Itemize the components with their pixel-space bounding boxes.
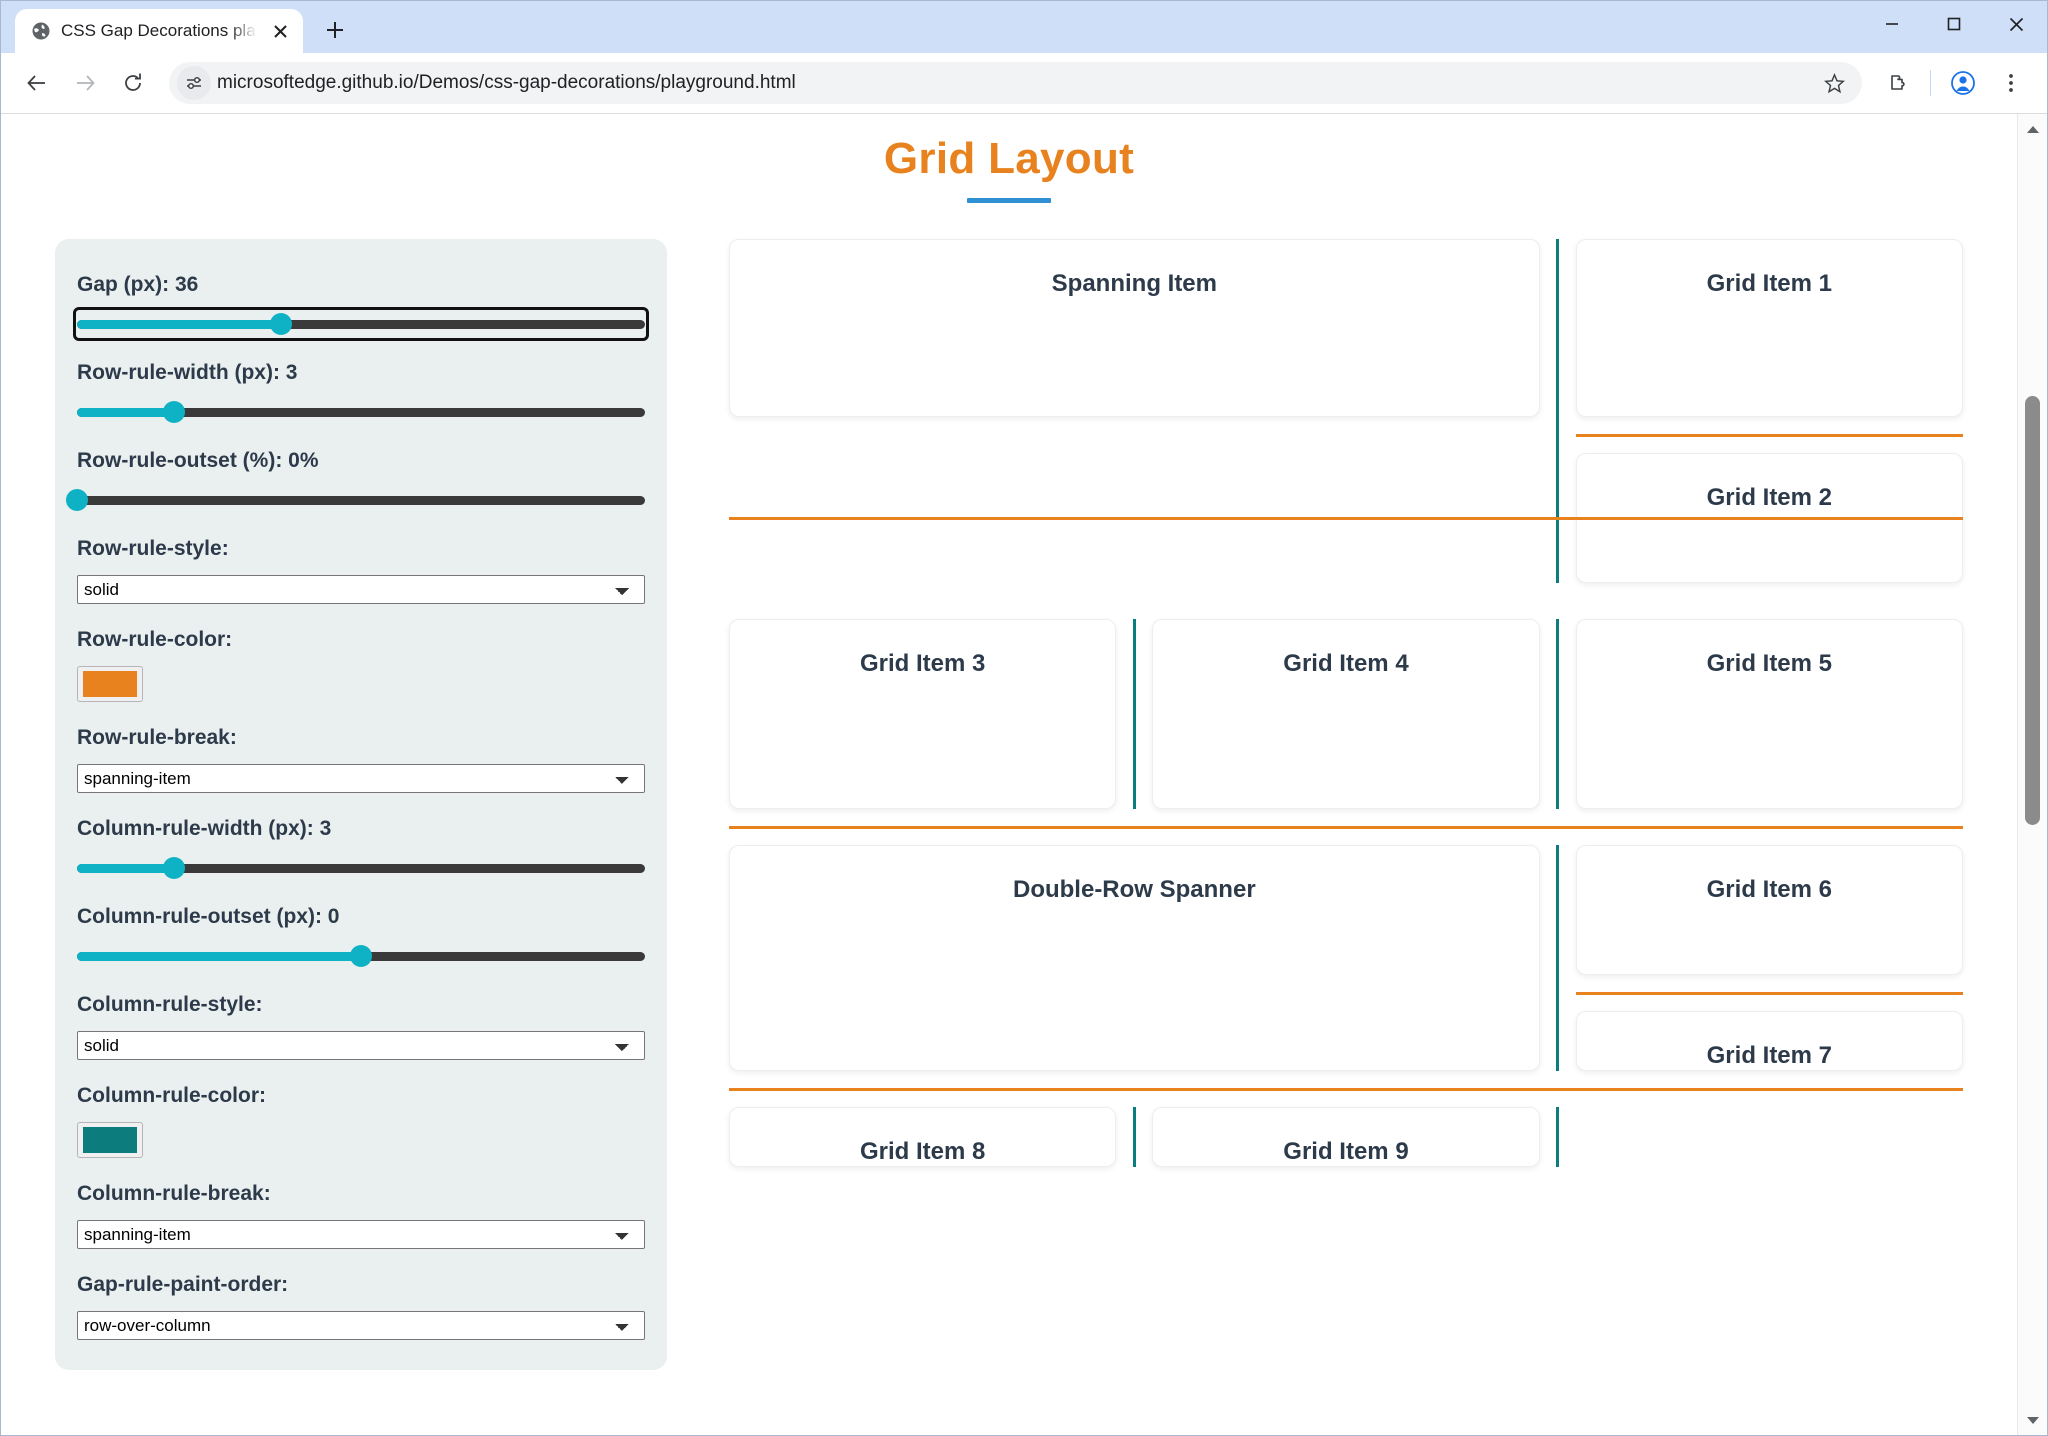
- scroll-down-icon[interactable]: [2018, 1405, 2048, 1435]
- slider-track: [77, 407, 645, 417]
- url-text: microsoftedge.github.io/Demos/css-gap-de…: [217, 72, 796, 93]
- color-swatch-row-rule-color[interactable]: [77, 666, 143, 702]
- label-row-rule-style: Row-rule-style:: [77, 537, 229, 560]
- page-viewport: Grid Layout Gap (px): 36 Row-rule-width (…: [1, 113, 2047, 1435]
- control-gap: Gap (px): 36: [73, 273, 649, 341]
- grid-item: Grid Item 5: [1575, 619, 1963, 809]
- slider-track: [77, 319, 645, 329]
- address-bar[interactable]: microsoftedge.github.io/Demos/css-gap-de…: [169, 62, 1862, 104]
- new-tab-button[interactable]: [315, 10, 355, 50]
- grid-item: Grid Item 6: [1575, 845, 1963, 975]
- control-row-rule-outset: Row-rule-outset (%): 0%: [66, 449, 645, 513]
- slider-fill: [77, 319, 282, 329]
- grid-item: Grid Item 3: [729, 619, 1117, 809]
- star-icon[interactable]: [1814, 63, 1854, 103]
- title-underline: [967, 198, 1051, 203]
- close-window-button[interactable]: [1985, 1, 2047, 47]
- control-row-rule-style: Row-rule-style: nonesoliddasheddotteddoub…: [77, 537, 645, 604]
- control-row-rule-width: Row-rule-width (px): 3: [77, 361, 645, 425]
- label-gap: Gap (px): 36: [77, 273, 199, 296]
- grid-item: Grid Item 8: [729, 1107, 1117, 1167]
- scrollbar-thumb[interactable]: [2025, 396, 2040, 825]
- tab-title: CSS Gap Decorations playground: [61, 21, 257, 40]
- control-column-rule-break: Column-rule-break: nonespanning-iteminter…: [77, 1182, 645, 1249]
- globe-icon: [31, 21, 51, 41]
- slider-track: [77, 863, 645, 873]
- slider-column-rule-outset[interactable]: [77, 943, 645, 969]
- label-column-rule-outset: Column-rule-outset (px): 0: [77, 905, 340, 928]
- grid-item: Grid Item 2: [1575, 453, 1963, 583]
- web-page: Grid Layout Gap (px): 36 Row-rule-width (…: [1, 114, 2017, 1435]
- label-column-rule-color: Column-rule-color:: [77, 1084, 266, 1107]
- extensions-icon[interactable]: [1876, 61, 1920, 105]
- slider-thumb[interactable]: [162, 857, 185, 879]
- slider-thumb[interactable]: [66, 489, 88, 511]
- forward-icon[interactable]: [63, 61, 107, 105]
- more-vertical-icon[interactable]: [1989, 61, 2033, 105]
- slider-thumb[interactable]: [162, 401, 185, 423]
- label-gap-rule-paint-order: Gap-rule-paint-order:: [77, 1273, 289, 1296]
- label-row-rule-color: Row-rule-color:: [77, 628, 233, 651]
- label-row-rule-width: Row-rule-width (px): 3: [77, 361, 298, 384]
- slider-fill: [77, 951, 361, 961]
- minimize-button[interactable]: [1861, 1, 1923, 47]
- color-swatch-column-rule-color[interactable]: [77, 1122, 143, 1158]
- grid-item: Double-Row Spanner: [729, 845, 1540, 1071]
- grid-item: Spanning Item: [729, 239, 1540, 417]
- slider-track: [77, 495, 645, 505]
- slider-fill: [77, 863, 174, 873]
- select-column-rule-break[interactable]: nonespanning-itemintersection: [77, 1220, 645, 1249]
- control-column-rule-outset: Column-rule-outset (px): 0: [77, 905, 645, 969]
- control-column-rule-width: Column-rule-width (px): 3: [77, 817, 645, 881]
- label-column-rule-width: Column-rule-width (px): 3: [77, 817, 332, 840]
- control-column-rule-color: Column-rule-color:: [77, 1084, 645, 1158]
- scroll-up-icon[interactable]: [2018, 114, 2048, 144]
- scrollbar-track[interactable]: [2018, 144, 2047, 1405]
- back-icon[interactable]: [15, 61, 59, 105]
- select-column-rule-style[interactable]: nonesoliddasheddotteddoublegrooveridgein…: [77, 1031, 645, 1060]
- browser-tab[interactable]: CSS Gap Decorations playground: [15, 9, 303, 53]
- page-title: Grid Layout: [883, 134, 1135, 183]
- tab-strip: CSS Gap Decorations playground: [1, 1, 2047, 53]
- select-row-rule-break[interactable]: nonespanning-itemintersection: [77, 764, 645, 793]
- close-icon[interactable]: [267, 18, 293, 44]
- slider-row-rule-width[interactable]: [77, 399, 645, 425]
- control-row-rule-color: Row-rule-color:: [77, 628, 645, 702]
- browser-toolbar: microsoftedge.github.io/Demos/css-gap-de…: [1, 53, 2047, 113]
- control-column-rule-style: Column-rule-style: nonesoliddasheddottedd…: [77, 993, 645, 1060]
- toolbar-divider: [1930, 70, 1931, 96]
- color-value: [83, 671, 137, 697]
- vertical-scrollbar[interactable]: [2017, 114, 2047, 1435]
- color-value: [83, 1127, 137, 1153]
- label-column-rule-break: Column-rule-break:: [77, 1182, 271, 1205]
- reload-icon[interactable]: [111, 61, 155, 105]
- select-row-rule-style[interactable]: nonesoliddasheddotteddoublegrooveridgein…: [77, 575, 645, 604]
- slider-row-rule-outset[interactable]: [66, 487, 645, 513]
- slider-column-rule-width[interactable]: [77, 855, 645, 881]
- control-gap-rule-paint-order: Gap-rule-paint-order: row-over-columncolu…: [77, 1273, 645, 1340]
- slider-thumb[interactable]: [270, 313, 293, 335]
- label-column-rule-style: Column-rule-style:: [77, 993, 263, 1016]
- grid-item: Grid Item 7: [1575, 1011, 1963, 1071]
- grid-item: Grid Item 4: [1152, 619, 1540, 809]
- label-row-rule-outset: Row-rule-outset (%): 0%: [77, 449, 319, 472]
- control-row-rule-break: Row-rule-break: nonespanning-itemintersec…: [77, 726, 645, 793]
- slider-thumb[interactable]: [350, 945, 372, 967]
- tune-icon[interactable]: [177, 66, 211, 100]
- grid-item: Grid Item 9: [1152, 1107, 1540, 1167]
- select-gap-rule-paint-order[interactable]: row-over-columncolumn-over-row: [77, 1311, 645, 1340]
- slider-fill: [77, 407, 174, 417]
- grid-item: Grid Item 1: [1575, 239, 1963, 417]
- slider-gap[interactable]: [73, 307, 649, 341]
- controls-panel: Gap (px): 36 Row-rule-width (px): 3 Row-ru…: [55, 239, 667, 1370]
- maximize-button[interactable]: [1923, 1, 1985, 47]
- window-controls: [1861, 1, 2047, 47]
- profile-icon[interactable]: [1941, 61, 1985, 105]
- label-row-rule-break: Row-rule-break:: [77, 726, 237, 749]
